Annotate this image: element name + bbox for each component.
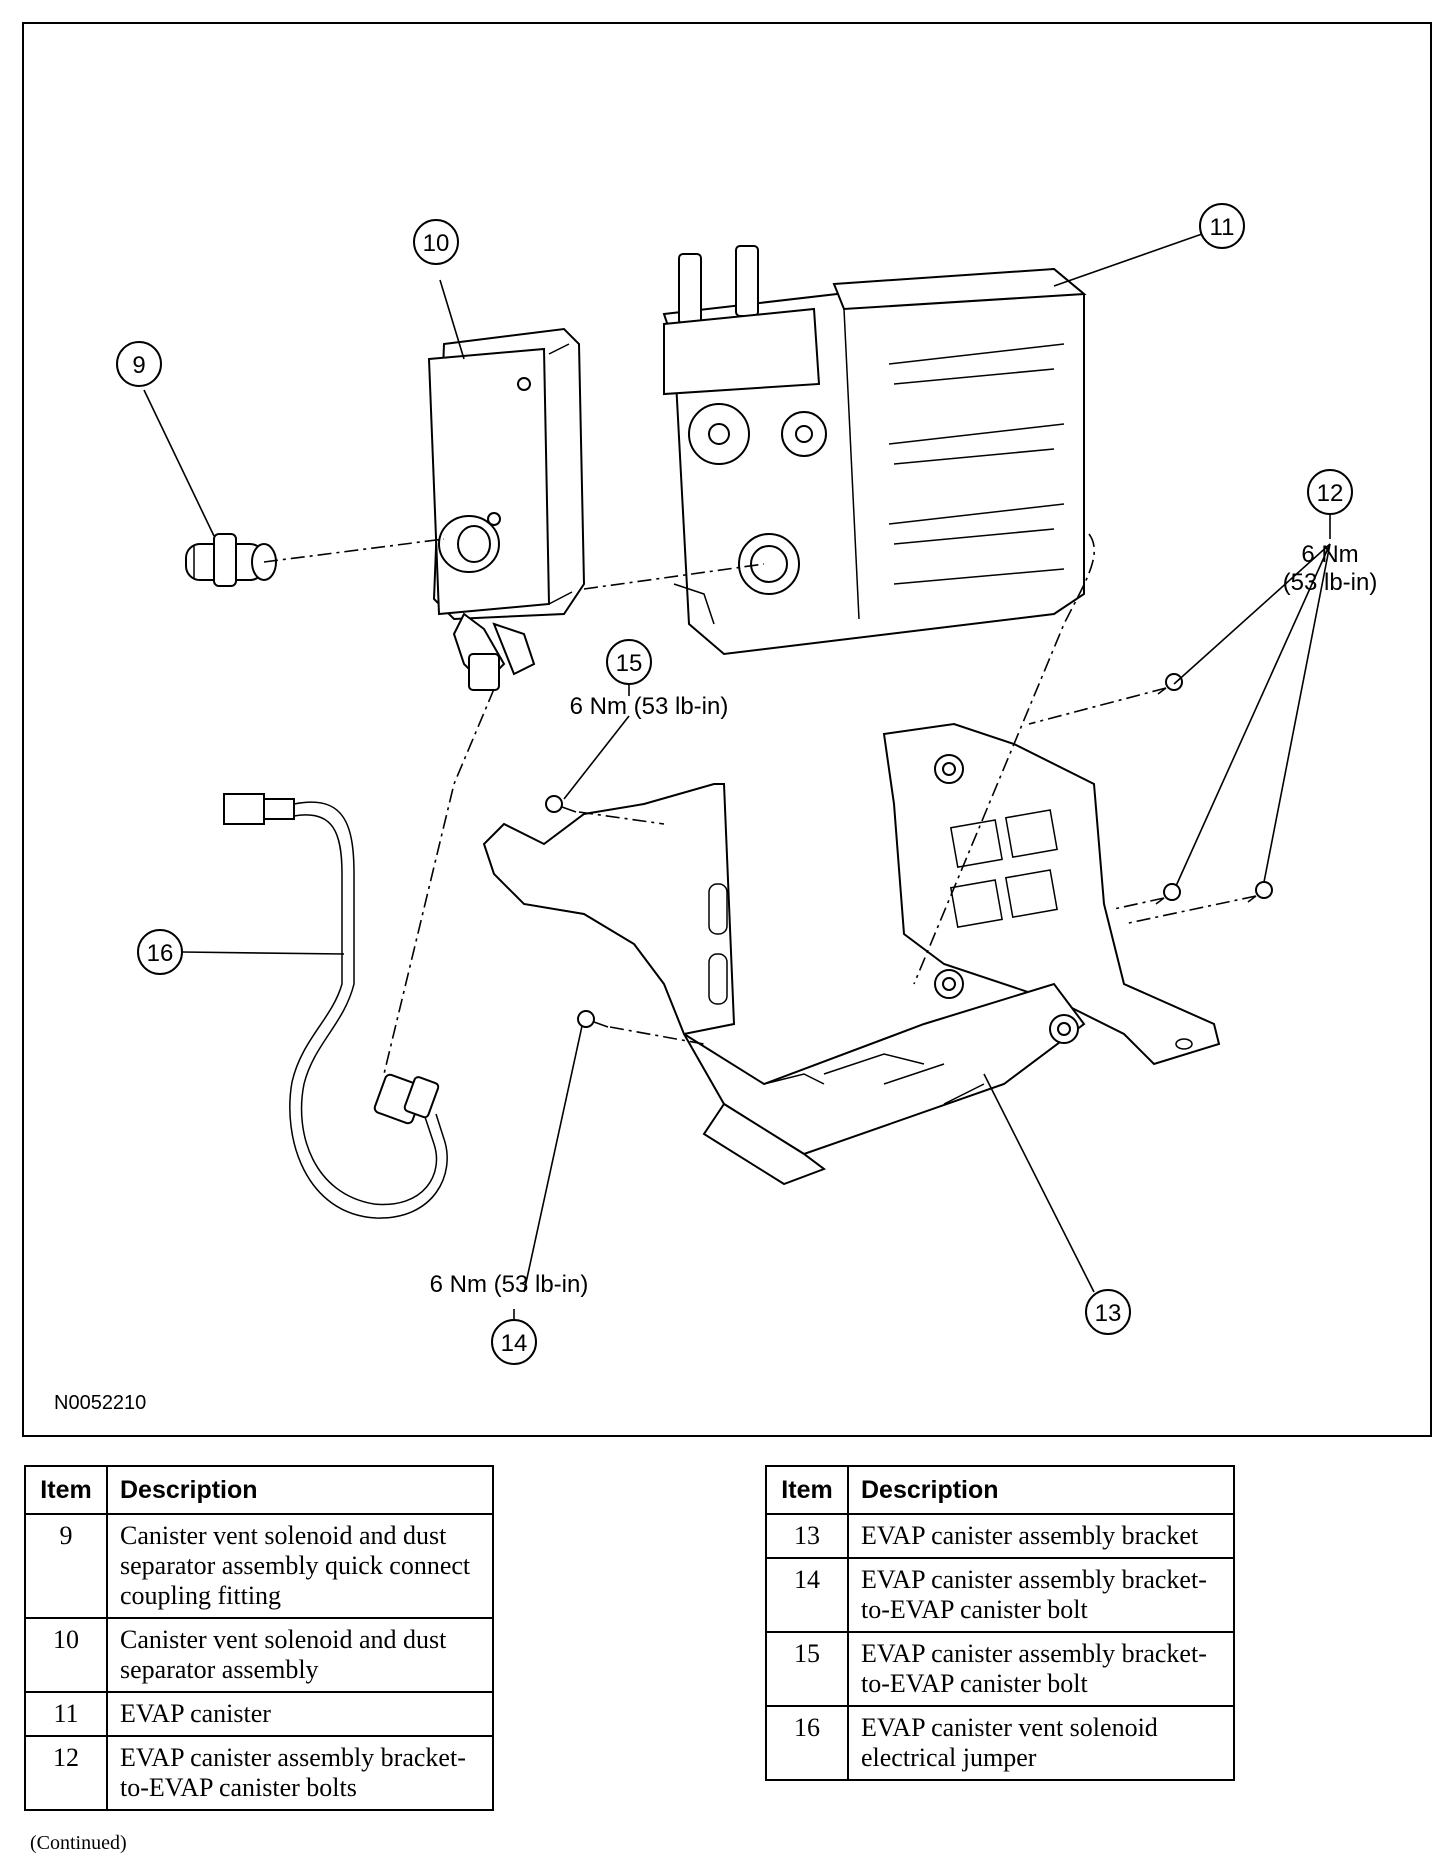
callout-13: 13 xyxy=(1085,1289,1131,1335)
bolts-group xyxy=(545,673,1273,1028)
legend-table-right: Item Description 13 EVAP canister assemb… xyxy=(765,1465,1235,1781)
callout-10-label: 10 xyxy=(423,230,450,257)
exploded-view-diagram: 6 Nm (53 lb-in) 6 Nm (53 lb-in) 6 Nm (53… xyxy=(54,203,1378,1414)
bolt-12-lower xyxy=(1247,881,1273,903)
callout-12: 12 xyxy=(1307,469,1353,515)
bolt-12-upper xyxy=(1157,673,1183,695)
table-row: 10 Canister vent solenoid and dust separ… xyxy=(24,1617,494,1693)
callout-11: 11 xyxy=(1199,203,1245,249)
item-number: 14 xyxy=(765,1557,849,1633)
callout-14: 14 xyxy=(491,1319,537,1365)
bolt-12-middle xyxy=(1155,883,1181,905)
item-number: 9 xyxy=(24,1513,108,1619)
electrical-jumper-part xyxy=(223,793,448,1219)
callout-11-label: 11 xyxy=(1210,214,1235,241)
callout-10: 10 xyxy=(413,219,459,265)
callout-15-label: 15 xyxy=(616,650,643,677)
legend-header-item: Item xyxy=(24,1465,108,1515)
callout-16: 16 xyxy=(137,929,183,975)
assembly-lines xyxy=(263,533,1257,1075)
item-description: EVAP canister vent solenoid electrical j… xyxy=(847,1705,1235,1781)
table-row: 12 EVAP canister assembly bracket-to-EVA… xyxy=(24,1735,494,1811)
table-row: 13 EVAP canister assembly bracket xyxy=(765,1513,1235,1559)
canister-bracket-part xyxy=(482,722,1221,1186)
table-row: 14 EVAP canister assembly bracket-to-EVA… xyxy=(765,1557,1235,1633)
item-description: EVAP canister assembly bracket-to-EVAP c… xyxy=(847,1631,1235,1707)
legend-header-row: Item Description xyxy=(765,1465,1235,1515)
table-row: 11 EVAP canister xyxy=(24,1691,494,1737)
callout-16-label: 16 xyxy=(147,940,174,967)
torque-12-line2: (53 lb-in) xyxy=(1283,569,1378,596)
item-description: Canister vent solenoid and dust separato… xyxy=(106,1513,494,1619)
legend-header-row: Item Description xyxy=(24,1465,494,1515)
item-number: 10 xyxy=(24,1617,108,1693)
torque-14: 6 Nm (53 lb-in) xyxy=(430,1271,589,1298)
item-number: 15 xyxy=(765,1631,849,1707)
torque-labels: 6 Nm (53 lb-in) 6 Nm (53 lb-in) 6 Nm (53… xyxy=(430,541,1378,1298)
legend-table-left: Item Description 9 Canister vent solenoi… xyxy=(24,1465,494,1811)
item-description: EVAP canister assembly bracket-to-EVAP c… xyxy=(847,1557,1235,1633)
item-number: 12 xyxy=(24,1735,108,1811)
leader-lines xyxy=(143,233,1331,1320)
torque-15: 6 Nm (53 lb-in) xyxy=(570,693,729,720)
callout-14-label: 14 xyxy=(501,1330,528,1357)
item-description: EVAP canister assembly bracket-to-EVAP c… xyxy=(106,1735,494,1811)
callout-12-label: 12 xyxy=(1317,480,1344,507)
bolt-15 xyxy=(545,795,577,813)
table-row: 16 EVAP canister vent solenoid electrica… xyxy=(765,1705,1235,1781)
figure-id: N0052210 xyxy=(54,1392,146,1414)
callout-9-label: 9 xyxy=(132,352,145,379)
table-row: 15 EVAP canister assembly bracket-to-EVA… xyxy=(765,1631,1235,1707)
diagram-frame: 6 Nm (53 lb-in) 6 Nm (53 lb-in) 6 Nm (53… xyxy=(22,22,1432,1437)
callout-9: 9 xyxy=(116,341,162,387)
bolt-14 xyxy=(577,1010,609,1028)
coupling-fitting-part xyxy=(185,533,277,587)
table-row: 9 Canister vent solenoid and dust separa… xyxy=(24,1513,494,1619)
item-number: 16 xyxy=(765,1705,849,1781)
continued-note: (Continued) xyxy=(30,1832,127,1854)
item-description: EVAP canister assembly bracket xyxy=(847,1513,1235,1559)
legend-header-description: Description xyxy=(106,1465,494,1515)
item-description: EVAP canister xyxy=(106,1691,494,1737)
legend-header-description: Description xyxy=(847,1465,1235,1515)
item-number: 11 xyxy=(24,1691,108,1737)
callout-15: 15 xyxy=(606,639,652,685)
legend-header-item: Item xyxy=(765,1465,849,1515)
torque-12-line1: 6 Nm xyxy=(1301,541,1358,568)
callout-13-label: 13 xyxy=(1095,1300,1122,1327)
item-number: 13 xyxy=(765,1513,849,1559)
vent-solenoid-part xyxy=(427,327,586,691)
evap-canister-part xyxy=(662,245,1087,656)
item-description: Canister vent solenoid and dust separato… xyxy=(106,1617,494,1693)
